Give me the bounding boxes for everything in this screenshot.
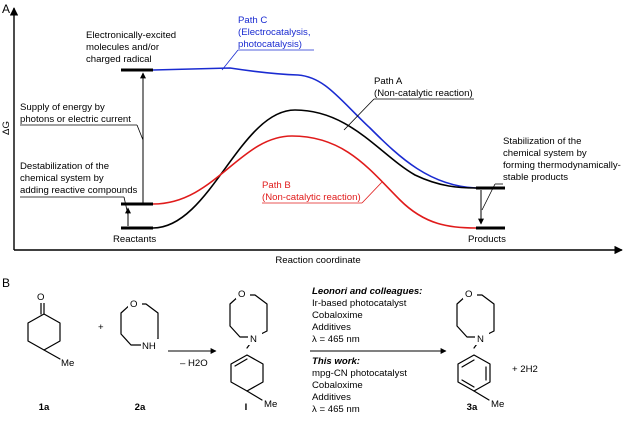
- path-b-label: Path B (Non-catalytic reaction): [262, 180, 361, 203]
- svg-text:(Electrocatalysis,: (Electrocatalysis,: [238, 27, 311, 38]
- svg-text:chemical system by: chemical system by: [503, 148, 587, 159]
- path-a-curve: [152, 109, 505, 229]
- svg-text:Path A: Path A: [374, 76, 403, 87]
- this-work-conditions: This work: mpg-CN photocatalyst Cobaloxi…: [312, 356, 407, 415]
- compound-I-label: I: [245, 402, 248, 413]
- svg-text:O: O: [238, 289, 245, 300]
- compound-I-structure: O N Me: [229, 287, 277, 410]
- supply-leader: [136, 124, 144, 141]
- svg-text:Ir-based photocatalyst: Ir-based photocatalyst: [312, 298, 407, 309]
- svg-text:This work:: This work:: [312, 356, 360, 367]
- products-label: Products: [468, 234, 506, 245]
- svg-text:O: O: [465, 289, 472, 300]
- destabilization-leader: [123, 196, 129, 216]
- path-b-leader: [361, 181, 383, 204]
- path-c-curve: [152, 67, 505, 189]
- svg-text:mpg-CN photocatalyst: mpg-CN photocatalyst: [312, 368, 407, 379]
- hydrogen-byproduct: + 2H2: [512, 364, 538, 375]
- stabilization-annotation: Stabilization of the chemical system by …: [503, 136, 621, 183]
- path-a-label: Path A (Non-catalytic reaction): [374, 76, 473, 99]
- svg-text:N: N: [477, 334, 484, 345]
- svg-text:Destabilization of the: Destabilization of the: [20, 161, 109, 172]
- minus-water-label: – H2O: [180, 358, 208, 369]
- svg-text:Me: Me: [264, 399, 277, 410]
- stabilization-leader: [481, 183, 496, 211]
- svg-text:Cobaloxime: Cobaloxime: [312, 380, 363, 391]
- path-a-leader: [343, 98, 375, 131]
- svg-text:Leonori and colleagues:: Leonori and colleagues:: [312, 286, 422, 297]
- svg-text:photons or electric current: photons or electric current: [20, 114, 131, 125]
- compound-2a-label: 2a: [135, 402, 146, 413]
- svg-text:Additives: Additives: [312, 392, 351, 403]
- svg-text:photocatalysis): photocatalysis): [238, 39, 302, 50]
- svg-text:Additives: Additives: [312, 322, 351, 333]
- svg-text:Cobaloxime: Cobaloxime: [312, 310, 363, 321]
- svg-text:O: O: [37, 292, 44, 303]
- path-b-curve: [152, 135, 505, 229]
- compound-2a-structure: O NH: [120, 297, 161, 352]
- supply-annotation: Supply of energy by photons or electric …: [20, 102, 131, 125]
- svg-text:λ = 465 nm: λ = 465 nm: [312, 334, 360, 345]
- x-axis-label: Reaction coordinate: [275, 255, 360, 266]
- svg-text:Me: Me: [491, 399, 504, 410]
- svg-text:Electronically-excited: Electronically-excited: [86, 30, 176, 41]
- compound-1a-label: 1a: [39, 402, 50, 413]
- leonori-conditions: Leonori and colleagues: Ir-based photoca…: [312, 286, 422, 345]
- svg-text:λ = 465 nm: λ = 465 nm: [312, 404, 360, 415]
- compound-3a-label: 3a: [467, 402, 478, 413]
- svg-text:Stabilization of the: Stabilization of the: [503, 136, 581, 147]
- excited-annotation: Electronically-excited molecules and/or …: [86, 30, 176, 65]
- panel-b-label: B: [2, 276, 10, 290]
- reactants-label: Reactants: [113, 234, 156, 245]
- compound-3a-structure: O N Me: [456, 287, 504, 410]
- svg-text:(Non-catalytic reaction): (Non-catalytic reaction): [374, 88, 473, 99]
- y-axis-label: ΔG: [1, 121, 12, 135]
- svg-text:Supply of energy by: Supply of energy by: [20, 102, 105, 113]
- svg-text:molecules and/or: molecules and/or: [86, 42, 160, 53]
- svg-text:forming thermodynamically-: forming thermodynamically-: [503, 160, 621, 171]
- svg-text:Path C: Path C: [238, 15, 267, 26]
- path-c-label: Path C (Electrocatalysis, photocatalysis…: [238, 15, 311, 50]
- svg-text:N: N: [250, 334, 257, 345]
- path-c-leader: [221, 49, 239, 71]
- svg-text:chemical system by: chemical system by: [20, 173, 104, 184]
- panel-a-label: A: [2, 2, 10, 16]
- svg-text:NH: NH: [142, 341, 156, 352]
- destabilization-annotation: Destabilization of the chemical system b…: [20, 161, 138, 196]
- svg-text:(Non-catalytic reaction): (Non-catalytic reaction): [262, 192, 361, 203]
- svg-text:charged radical: charged radical: [86, 54, 152, 65]
- svg-text:adding reactive compounds: adding reactive compounds: [20, 185, 138, 196]
- plus-sign: +: [98, 322, 104, 333]
- svg-text:O: O: [130, 299, 137, 310]
- svg-text:Me: Me: [61, 358, 74, 369]
- compound-1a-structure: O Me: [27, 291, 74, 369]
- svg-text:Path B: Path B: [262, 180, 291, 191]
- svg-text:stable products: stable products: [503, 172, 568, 183]
